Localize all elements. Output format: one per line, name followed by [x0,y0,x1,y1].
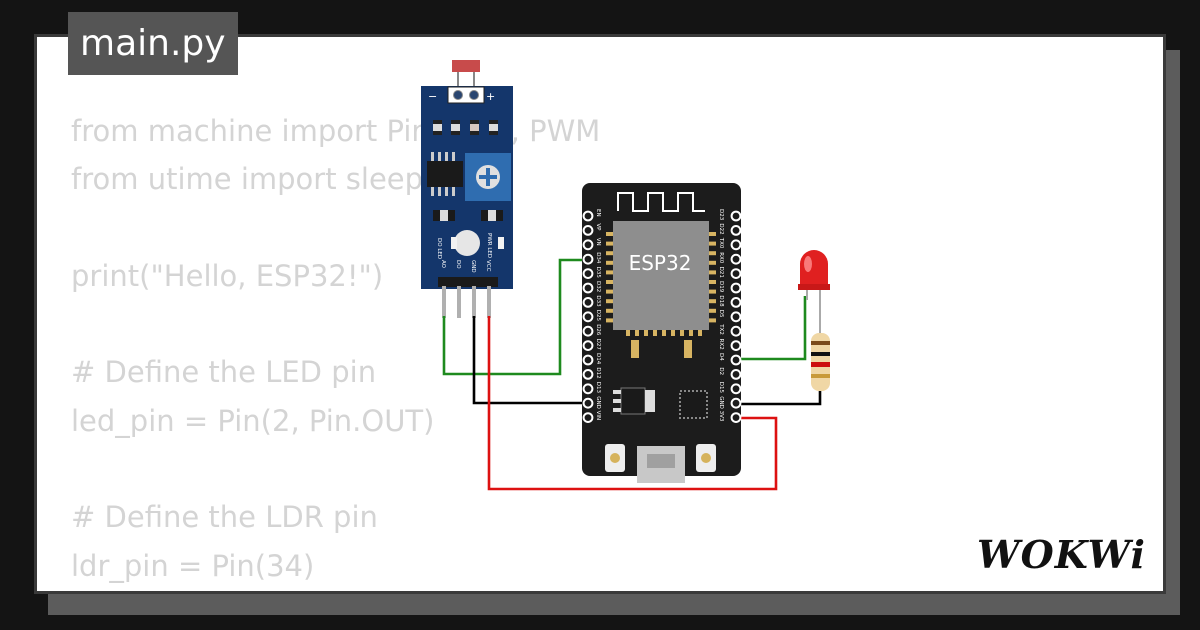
esp32-pin-d19[interactable] [730,282,742,294]
esp32-pin-3v3[interactable] [730,412,742,424]
esp32-pin-label: TX0 [718,237,724,249]
sensor-led [454,230,480,256]
esp32-pin-label: D5 [718,310,724,318]
esp32-pin-d32[interactable] [582,282,594,294]
esp32-pin-tx0[interactable] [730,239,742,251]
esp32-pin-d25[interactable] [582,311,594,323]
sensor-pin[interactable] [472,286,476,318]
esp32-pin-en[interactable] [582,210,594,222]
esp32-pin-label: D23 [718,209,724,221]
esp32-module [613,221,709,330]
esp32-pin-label: D21 [718,267,724,278]
esp32-pin-label: D2 [718,367,724,375]
esp32-pin-label: D33 [595,295,601,307]
sensor-pin-label: VCC [485,260,491,272]
esp32-pin-d12[interactable] [582,369,594,380]
esp32-pin-rx0[interactable] [730,253,742,265]
esp32-pin-label: D15 [718,382,724,394]
esp32-pin-d26[interactable] [582,325,594,337]
svg-text:WOKWi: WOKWi [977,532,1146,577]
esp32-label: ESP32 [629,251,692,275]
wokwi-logo: WOKWi [977,532,1146,577]
sensor-pin-label: GND [470,260,476,273]
esp32-pin-label: GND [595,396,601,409]
sensor-pin[interactable] [487,286,491,318]
esp32-pin-label: D4 [718,353,724,361]
esp32-pin-label: D35 [595,267,601,279]
ldr-sensor-module[interactable]: − + DO LED PWR LED AO DO GND [421,60,513,318]
esp32-pin-d4[interactable] [730,354,742,366]
sensor-pin-label: AO [440,260,446,269]
resistor[interactable] [811,333,830,391]
esp32-pin-vin[interactable] [582,412,594,424]
esp32-pin-label: D34 [595,252,601,264]
esp32-pin-d15[interactable] [730,383,742,395]
wire-resistor-to-gnd[interactable] [736,390,822,406]
esp32-pin-tx2[interactable] [730,325,742,337]
wire-led-to-d4[interactable] [736,296,807,361]
potentiometer[interactable] [465,153,511,201]
wire-gnd-to-gnd[interactable] [472,316,588,405]
esp32-pin-d27[interactable] [582,340,594,352]
esp32-pin-label: VIN [595,411,601,421]
wire-vcc-to-3v3[interactable] [487,316,778,491]
esp32-pin-label: D22 [718,223,724,234]
polarity-minus: − [428,90,437,103]
code-line: # Define the LED pin [71,355,377,390]
esp32-pin-label: D14 [595,353,601,365]
sensor-pin[interactable] [442,286,446,318]
esp32-pin-d33[interactable] [582,297,594,308]
esp32-pin-d18[interactable] [730,297,742,308]
esp32-pin-label: D12 [595,367,601,378]
code-line: from utime import sleep [71,162,424,197]
esp32-pin-label: VP [595,223,601,231]
esp32-pin-label: D27 [595,339,601,351]
esp32-pin-label: GND [718,396,724,409]
esp32-pin-rx2[interactable] [730,340,742,352]
esp32-pin-d22[interactable] [730,225,742,236]
esp32-pin-label: EN [595,209,601,217]
esp32-pin-label: D25 [595,310,601,322]
code-line: print("Hello, ESP32!") [71,258,384,293]
pwr-led-label: PWR LED [486,233,492,258]
esp32-pin-label: 3V3 [718,411,724,422]
esp32-pin-d23[interactable] [730,210,742,222]
esp32-pin-d14[interactable] [582,354,594,366]
esp32-pin-label: D19 [718,281,724,293]
comparator-chip [427,152,463,196]
esp32-pin-d21[interactable] [730,268,742,280]
esp32-board[interactable]: ESP32 ENVPVND34D35D32D33D25D26D27D14D12D… [582,183,742,483]
wire-ao-to-d34[interactable] [442,258,588,376]
esp32-pin-label: D18 [718,295,724,307]
photoresistor [452,60,480,72]
esp32-pin-d13[interactable] [582,383,594,395]
red-led[interactable] [798,250,830,340]
esp32-pin-d5[interactable] [730,311,742,323]
esp32-pin-label: D32 [595,281,601,292]
do-led-label: DO LED [436,238,442,259]
esp32-pin-vn[interactable] [582,239,594,251]
esp32-pin-vp[interactable] [582,225,594,236]
esp32-pin-label: TX2 [718,323,724,335]
code-line: # Define the LDR pin [71,500,378,535]
sensor-pin-label: DO [455,260,461,269]
esp32-pin-label: D26 [595,324,601,336]
esp32-pin-gnd[interactable] [582,397,594,409]
file-tab[interactable]: main.py [68,12,238,75]
sensor-pin[interactable] [457,286,461,318]
esp32-pin-gnd[interactable] [730,397,742,409]
esp32-pin-d34[interactable] [582,253,594,265]
code-line: ldr_pin = Pin(34) [71,548,315,583]
esp32-pin-label: VN [595,238,601,246]
polarity-plus: + [486,90,495,103]
esp32-pin-label: RX0 [718,252,724,264]
esp32-pin-label: D13 [595,382,601,394]
esp32-pin-d2[interactable] [730,369,742,380]
esp32-pin-d35[interactable] [582,268,594,280]
code-line: led_pin = Pin(2, Pin.OUT) [71,403,435,438]
esp32-pin-label: RX2 [718,339,724,350]
